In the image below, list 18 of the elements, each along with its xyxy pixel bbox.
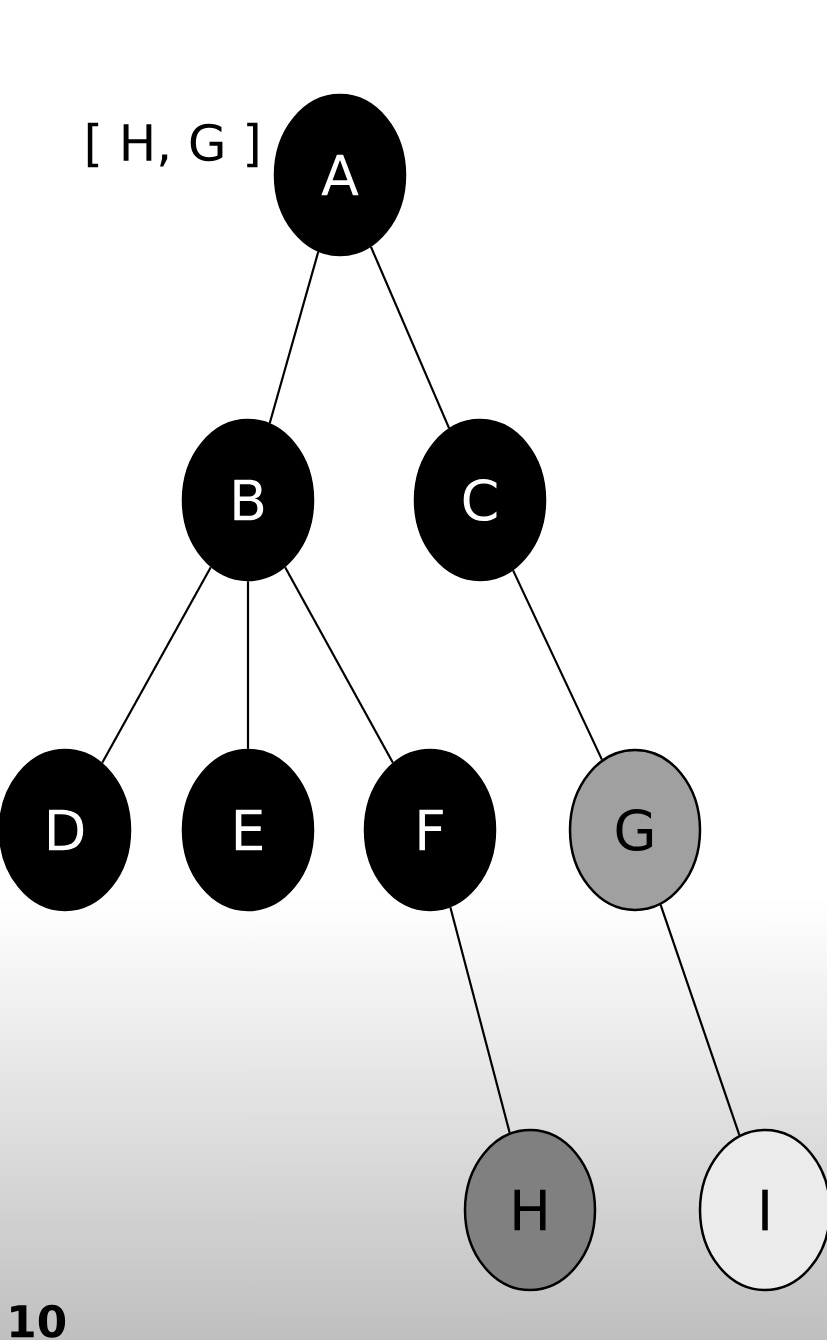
tree-node: B [181, 418, 315, 582]
tree-node: I [698, 1128, 827, 1292]
tree-edge [449, 907, 511, 1133]
tree-edge [101, 566, 212, 764]
tree-node: D [0, 748, 132, 912]
label-text: 10 [11, 1304, 66, 1338]
tree-node: G [568, 748, 702, 912]
tree-node: A [273, 93, 407, 257]
tree-node: E [181, 748, 315, 912]
tree-node: C [413, 418, 547, 582]
tree-edge [246, 581, 250, 749]
tree-edge [369, 246, 451, 429]
tree-edge [659, 904, 741, 1136]
tree-edge [512, 569, 603, 761]
tree-node: F [363, 748, 497, 912]
tree-node: H [463, 1128, 597, 1292]
tree-edge [268, 251, 320, 424]
tree-edge [284, 566, 394, 764]
